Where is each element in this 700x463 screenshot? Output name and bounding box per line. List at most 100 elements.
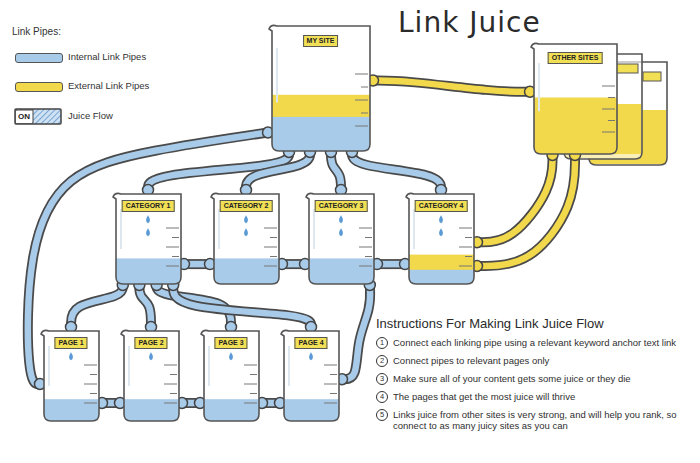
callout-number: 4	[376, 391, 388, 403]
beaker-label: CATEGORY 4	[419, 202, 464, 209]
beaker-node: PAGE 1	[40, 327, 102, 422]
pipe-juice	[352, 152, 441, 190]
beaker-tag: CATEGORY 4	[415, 200, 468, 212]
pipe-wall	[477, 155, 575, 266]
beaker-outline	[406, 193, 474, 284]
scale-mark	[250, 374, 257, 375]
juice-drop	[69, 352, 73, 360]
pipe-connector	[368, 75, 536, 97]
glass-highlight	[48, 346, 50, 386]
legend-text: Internal Link Pipes	[68, 51, 146, 62]
pipe-connector	[472, 150, 581, 272]
scale-mark	[170, 393, 177, 394]
pipe-connector	[97, 398, 126, 409]
legend-text: Juice Flow	[68, 110, 113, 121]
scale-mark	[324, 384, 337, 385]
juice-drop	[149, 352, 153, 360]
scale-mark	[170, 374, 177, 375]
scale-mark	[164, 384, 177, 385]
pipe-wall	[352, 152, 441, 190]
liquid	[280, 399, 342, 422]
switch-knob	[16, 110, 33, 123]
scale-mark	[164, 403, 177, 404]
callout-number: 5	[376, 409, 388, 421]
beaker-outline	[113, 193, 181, 284]
beaker-label: CATEGORY 2	[224, 202, 269, 209]
pipe-juice	[373, 81, 530, 92]
beaker-tag: MY SITE	[303, 35, 339, 47]
instruction-item: 4 The pages that get the most juice will …	[376, 391, 692, 403]
beaker-label: PAGE 3	[218, 339, 243, 346]
instruction-text: Connect pipes to relevant pages only	[393, 355, 549, 366]
pipe-wall	[173, 285, 311, 327]
liquid	[40, 399, 102, 422]
scale-mark	[84, 365, 97, 366]
beaker-node: CATEGORY 1	[112, 190, 184, 285]
scale-mark	[608, 97, 615, 98]
juice-switch	[15, 109, 61, 124]
beaker-outline	[306, 193, 374, 284]
pipe-wall	[246, 152, 310, 190]
scale-mark	[84, 384, 97, 385]
juice-drop	[439, 215, 443, 223]
scale-mark	[324, 403, 337, 404]
scale-mark	[324, 365, 337, 366]
beaker-tag: CATEGORY 3	[315, 200, 368, 212]
pipe-wall	[477, 155, 553, 242]
glass-highlight	[413, 209, 415, 249]
instruction-text: Connect each linking pipe using a releva…	[393, 337, 676, 348]
switch-label: ON	[16, 111, 32, 123]
liquid	[120, 399, 182, 422]
scale-mark	[166, 247, 179, 248]
liquid	[530, 98, 620, 156]
beaker-label: PAGE 4	[298, 339, 323, 346]
legend-heading: Link Pipes:	[12, 26, 61, 37]
instruction-text: The pages that get the most juice will t…	[393, 391, 575, 402]
beaker-tag: OTHER SITES	[548, 52, 603, 64]
pipe-connector	[472, 150, 559, 248]
beaker-tag: CATEGORY 1	[122, 200, 175, 212]
pipe-juice	[477, 155, 575, 266]
legend-text: External Link Pipes	[68, 80, 149, 91]
scale-mark	[602, 132, 615, 133]
glass-highlight	[120, 209, 122, 249]
beaker-outline	[211, 193, 279, 284]
glass-highlight	[313, 209, 315, 249]
scale-mark	[459, 266, 472, 267]
beaker-node: CATEGORY 2	[210, 190, 282, 285]
scale-mark	[608, 120, 615, 121]
instruction-item: 2Connect pipes to relevant pages only	[376, 355, 692, 367]
liquid	[405, 255, 477, 285]
liquid	[268, 95, 373, 152]
juice-drop	[339, 228, 343, 236]
scale-mark	[172, 237, 179, 238]
instruction-text: Links juice from other sites is very str…	[393, 409, 692, 432]
pipe-connector	[177, 398, 206, 409]
beaker-label: OTHER SITES	[552, 54, 599, 61]
beaker-outline	[531, 43, 617, 154]
beaker-tag: PAGE 3	[214, 337, 247, 349]
pipe-juice	[342, 285, 370, 379]
pipe-wall	[373, 81, 530, 92]
pipe-connector	[372, 259, 411, 270]
pipe-juice	[139, 285, 151, 327]
beaker-label: CATEGORY 3	[319, 202, 364, 209]
instructions-heading: Instructions For Making Link Juice Flow	[376, 316, 692, 331]
scale-mark	[459, 247, 472, 248]
pipe-juice	[71, 285, 123, 327]
switch-body	[15, 109, 61, 124]
scale-mark	[359, 247, 372, 248]
scale-mark	[330, 393, 337, 394]
scale-mark	[355, 100, 368, 101]
beaker-tag: PAGE 4	[294, 337, 327, 349]
beaker-label: MY SITE	[307, 37, 335, 44]
scale-mark	[264, 266, 277, 267]
scale-mark	[359, 266, 372, 267]
beaker-node: PAGE 4	[280, 327, 342, 422]
scale-mark	[90, 393, 97, 394]
beaker-outline	[121, 330, 179, 421]
pipe-connector	[241, 147, 316, 196]
scale-mark	[84, 403, 97, 404]
beaker-label: PAGE 1	[58, 339, 83, 346]
liquid	[112, 258, 184, 285]
